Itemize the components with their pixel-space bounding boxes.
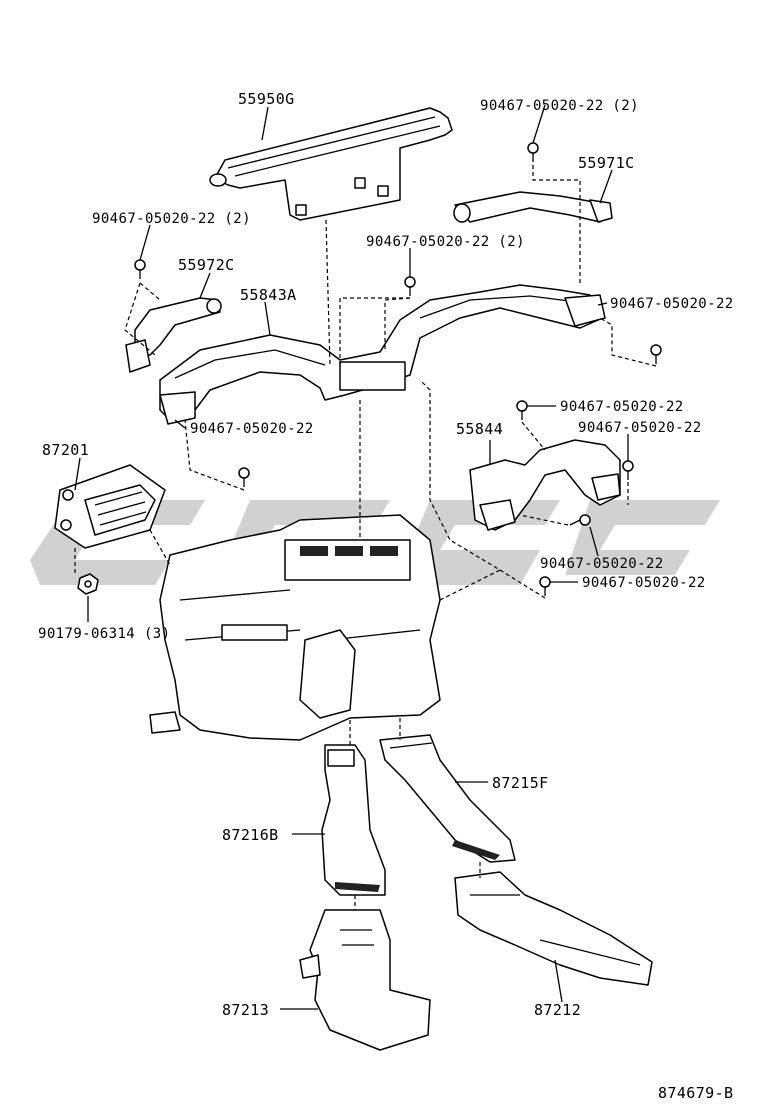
- label-90467-d: 90467-05020-22: [610, 296, 734, 312]
- bolt-icon: [238, 467, 250, 487]
- label-90467-a: 90467-05020-22 (2): [480, 98, 639, 114]
- label-87201: 87201: [42, 441, 89, 459]
- label-55971C: 55971C: [578, 154, 635, 172]
- bolt-icon: [539, 576, 551, 596]
- label-87216B: 87216B: [222, 826, 279, 844]
- bolt-icon: [527, 142, 539, 162]
- label-90467-h: 90467-05020-22: [540, 556, 664, 572]
- diagram-id: 874679-B: [658, 1084, 733, 1102]
- label-55844: 55844: [456, 420, 503, 438]
- label-90179: 90179-06314 (3): [38, 626, 170, 642]
- part-labels: 55950G 90467-05020-22 (2) 55971C 90467-0…: [38, 90, 734, 1102]
- part-87215F-drawing: [379, 734, 516, 863]
- bolt-icon: [404, 276, 416, 296]
- label-90467-g: 90467-05020-22: [578, 420, 702, 436]
- bolt-icon: [622, 460, 634, 480]
- part-55844-drawing: [469, 439, 621, 531]
- part-55972C-drawing: [125, 297, 222, 373]
- label-55843A: 55843A: [240, 286, 297, 304]
- label-55972C: 55972C: [178, 256, 235, 274]
- label-90467-f: 90467-05020-22: [190, 421, 314, 437]
- part-55971C-drawing: [453, 191, 613, 223]
- label-90467-i: 90467-05020-22: [582, 575, 706, 591]
- alignment-lines: [74, 165, 657, 910]
- fasteners: [77, 142, 662, 596]
- part-55950G-drawing: [209, 107, 453, 221]
- part-87212-drawing: [454, 871, 653, 986]
- label-87213: 87213: [222, 1001, 269, 1019]
- label-87215F: 87215F: [492, 774, 549, 792]
- part-87213-drawing: [299, 909, 431, 1051]
- bolt-icon: [134, 259, 146, 279]
- bolt-icon: [650, 344, 662, 364]
- label-90467-b: 90467-05020-22 (2): [92, 211, 251, 227]
- label-55950G: 55950G: [238, 90, 295, 108]
- heater-unit-drawing: [149, 514, 441, 741]
- part-87216B-drawing: [321, 744, 386, 896]
- label-87212: 87212: [534, 1001, 581, 1019]
- part-87201-drawing: [54, 464, 166, 549]
- bolt-icon: [516, 400, 528, 420]
- part-55843A-drawing: [159, 284, 606, 425]
- leader-lines: [74, 104, 629, 1010]
- bolt-icon: [569, 514, 591, 526]
- nut-icon: [77, 573, 99, 595]
- label-90467-c: 90467-05020-22 (2): [366, 234, 525, 250]
- label-90467-e: 90467-05020-22: [560, 399, 684, 415]
